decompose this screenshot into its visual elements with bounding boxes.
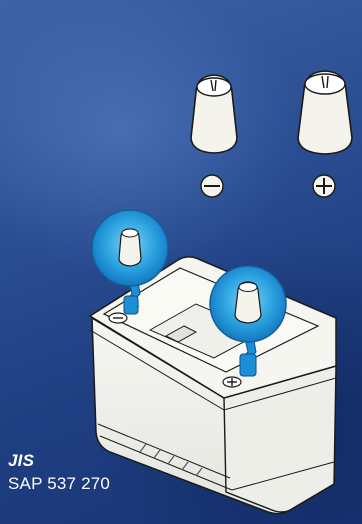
negative-terminal-post-icon — [191, 75, 237, 153]
part-number-label: SAP 537 270 — [8, 474, 110, 494]
minus-symbol-icon — [201, 175, 223, 197]
plus-symbol-icon — [313, 175, 335, 197]
battery-standard-label: JIS — [8, 451, 34, 471]
positive-terminal-post-icon — [298, 71, 352, 154]
